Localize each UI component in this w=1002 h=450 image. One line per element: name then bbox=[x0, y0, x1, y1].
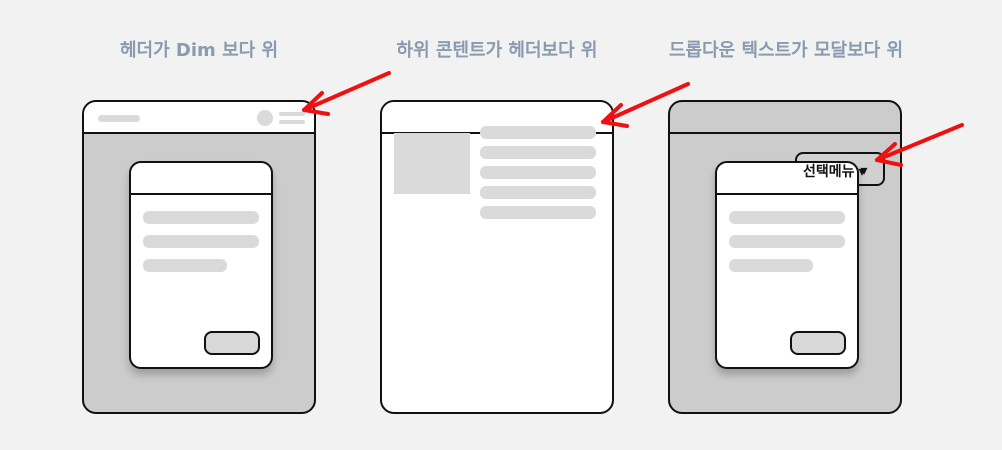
text-placeholder bbox=[729, 259, 813, 272]
text-placeholder bbox=[480, 166, 596, 179]
dropdown-label: 선택메뉴 bbox=[803, 164, 855, 180]
chevron-down-icon: ▾ bbox=[860, 163, 868, 179]
dropdown-overlay-text: 선택메뉴 ▾ bbox=[803, 161, 866, 183]
arrow-icon bbox=[601, 103, 629, 128]
text-placeholder bbox=[480, 146, 596, 159]
text-placeholder bbox=[480, 126, 596, 139]
text-placeholder bbox=[480, 186, 596, 199]
modal bbox=[129, 161, 273, 369]
caption-left: 헤더가 Dim 보다 위 bbox=[119, 40, 279, 61]
arrow-icon bbox=[302, 91, 330, 116]
arrow-icon bbox=[601, 82, 690, 124]
text-placeholder bbox=[143, 211, 259, 224]
header bbox=[84, 102, 314, 134]
phone-mockup-left bbox=[82, 100, 316, 414]
phone-mockup-middle bbox=[380, 100, 614, 414]
modal-header bbox=[131, 163, 271, 195]
text-placeholder bbox=[143, 235, 259, 248]
arrow-icon bbox=[875, 142, 903, 167]
text-placeholder bbox=[143, 259, 227, 272]
modal-button[interactable] bbox=[790, 331, 846, 355]
chevron-down-icon: ▾ bbox=[858, 164, 866, 180]
text-placeholder bbox=[729, 235, 845, 248]
modal-button[interactable] bbox=[204, 331, 260, 355]
header bbox=[670, 102, 900, 134]
phone-mockup-right: 선택메뉴 ▾ 선택메뉴 ▾ bbox=[668, 100, 902, 414]
caption-right: 드롭다운 텍스트가 모달보다 위 bbox=[668, 40, 904, 61]
menu-icon bbox=[279, 112, 305, 116]
image-placeholder bbox=[394, 133, 470, 194]
arrow-icon bbox=[875, 123, 964, 162]
caption-middle: 하위 콘텐트가 헤더보다 위 bbox=[396, 40, 598, 61]
arrow-icon bbox=[302, 71, 391, 112]
header-title-placeholder bbox=[98, 115, 140, 122]
modal bbox=[715, 161, 859, 369]
modal-header bbox=[717, 163, 857, 195]
menu-icon-line bbox=[279, 120, 305, 124]
text-placeholder bbox=[729, 211, 845, 224]
text-placeholder bbox=[480, 206, 596, 219]
avatar-icon bbox=[257, 110, 273, 126]
